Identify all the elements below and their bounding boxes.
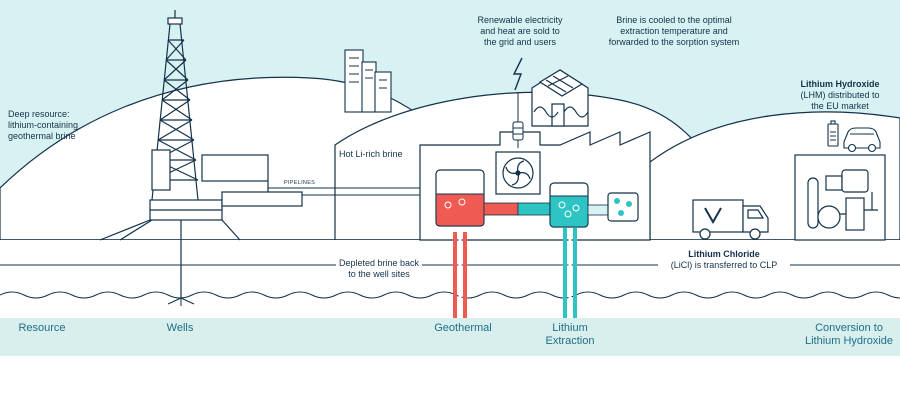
stage-resource-label: Resource [18,322,66,334]
drilling-rig-icon [99,10,303,241]
transfer-pipe-hot [483,202,519,216]
conversion-plant-icon [794,154,886,241]
lhm-line-1: (LHM) distributed to [800,90,880,100]
brine-cooled-line-1: Brine is cooled to the optimal [616,15,732,25]
licl-note: Lithium Chloride (LiCl) is transferred t… [658,249,790,271]
renewable-note: Renewable electricity and heat are sold … [470,15,570,48]
truck-icon [692,199,769,240]
city-buildings-icon [344,49,392,113]
renewable-line-3: the grid and users [483,37,557,47]
stage-conversion-line-2: Lithium Hydroxide [804,335,894,347]
depleted-line-2: to the well sites [348,269,410,279]
stage-wells: Wells [140,322,220,335]
stage-geothermal-label: Geothermal [434,322,492,334]
licl-box [607,192,639,222]
lhm-title: Lithium Hydroxide [800,79,880,89]
electric-car-icon [843,127,881,153]
licl-line: (LiCl) is transferred to CLP [670,260,778,270]
lhm-note: Lithium Hydroxide (LHM) distributed to t… [788,79,892,112]
insulator-icon [512,121,524,141]
deep-resource-line-3: geothermal brine [8,131,76,141]
stage-conversion: Conversion to Lithium Hydroxide [798,322,900,348]
stage-lithium-extraction-line-1: Lithium [552,322,588,334]
depleted-note: Depleted brine back to the well sites [336,258,422,280]
fan-icon [495,151,541,195]
deep-resource-line-1: Deep resource: [8,109,70,119]
lithium-extraction-tank [549,182,589,228]
lightning-icon [512,57,523,91]
deep-resource-line-2: lithium-containing [8,120,79,130]
stage-conversion-line-1: Conversion to [815,322,883,334]
stage-wells-label: Wells [166,322,194,334]
lhm-line-2: the EU market [811,101,869,111]
transfer-pipe-cool [517,202,553,216]
deep-resource-note: Deep resource: lithium-containing geothe… [8,109,78,142]
house-solar-icon [531,69,589,127]
hot-brine-note: Hot Li-rich brine [339,149,403,159]
lithium-pipe-down [563,228,577,318]
stage-geothermal: Geothermal [420,322,506,335]
stage-lithium-extraction: Lithium Extraction [532,322,608,348]
brine-cooled-line-2: extraction temperature and [620,26,728,36]
renewable-line-1: Renewable electricity [477,15,563,25]
brine-cooled-line-3: forwarded to the sorption system [608,37,740,47]
hot-brine-pipe-down [453,232,467,318]
licl-title: Lithium Chloride [688,249,760,259]
stage-lithium-extraction-line-2: Extraction [545,335,595,347]
geothermal-tank [435,169,485,227]
battery-icon [827,120,839,147]
depleted-line-1: Depleted brine back [338,258,420,268]
brine-cooled-note: Brine is cooled to the optimal extractio… [594,15,754,48]
pipelines-label: PIPELINES [284,180,316,186]
licl-outlet-pipe [587,204,609,216]
renewable-line-2: and heat are sold to [480,26,560,36]
stage-band [0,318,900,356]
well-fork [167,297,195,306]
stage-resource: Resource [2,322,82,335]
